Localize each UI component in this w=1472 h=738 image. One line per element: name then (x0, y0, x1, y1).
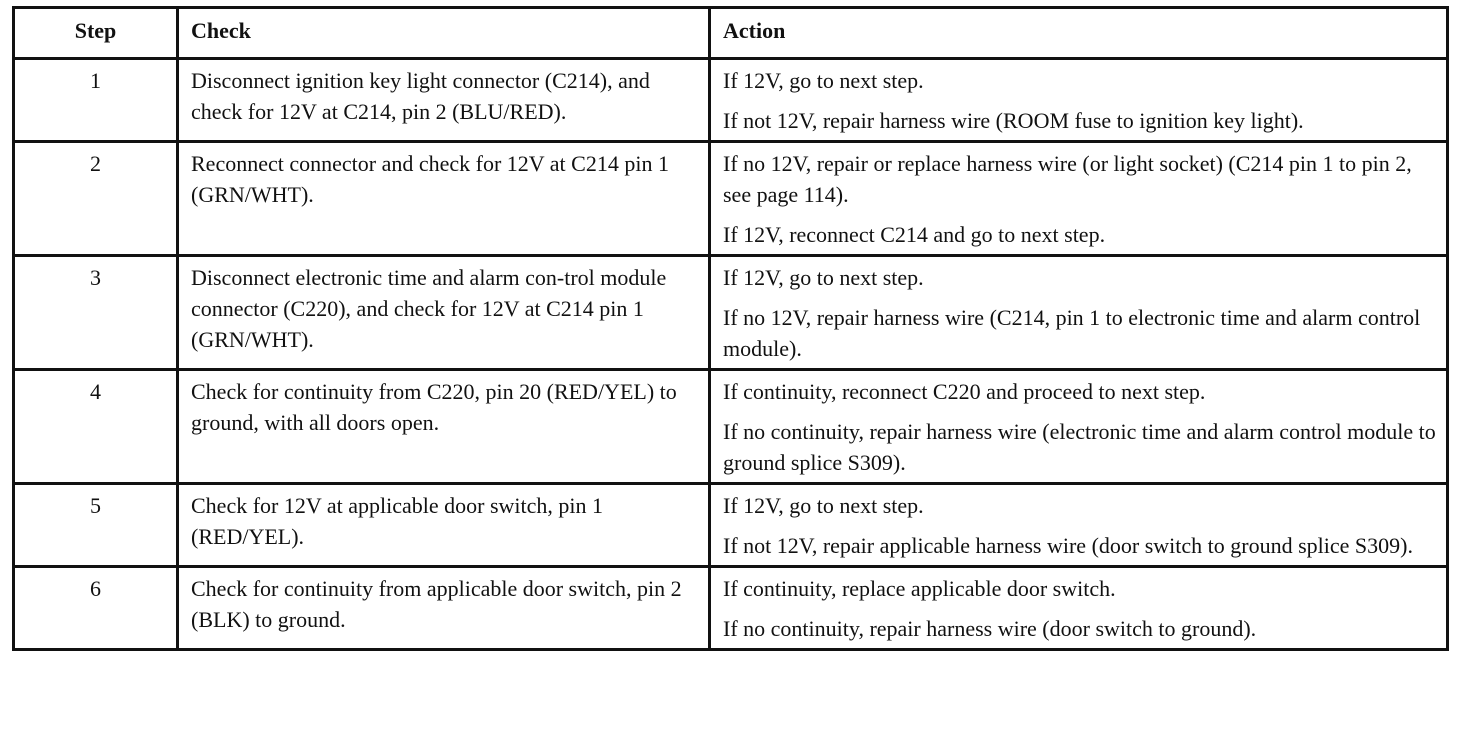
action-text: If 12V, go to next step. (723, 265, 924, 290)
action-text: If no 12V, repair harness wire (C214, pi… (723, 305, 1421, 361)
action-cell: If continuity, reconnect C220 and procee… (708, 368, 1449, 485)
step-number: 3 (12, 254, 179, 371)
check-text: Check for continuity from applicable doo… (176, 565, 711, 651)
action-text: If no 12V, repair or replace harness wir… (723, 151, 1412, 207)
step-number: 1 (12, 57, 179, 143)
diagnostic-table: Step Check Action 1 Disconnect ignition … (12, 6, 1449, 651)
action-text: If 12V, reconnect C214 and go to next st… (723, 222, 1106, 247)
action-text: If no continuity, repair harness wire (d… (723, 616, 1257, 641)
step-number: 2 (12, 140, 179, 257)
column-header-action: Action (708, 6, 1449, 60)
check-text: Reconnect connector and check for 12V at… (176, 140, 711, 257)
table-row: 2 Reconnect connector and check for 12V … (12, 140, 1449, 257)
column-header-check: Check (176, 6, 711, 60)
action-cell: If 12V, go to next step. If not 12V, rep… (708, 57, 1449, 143)
action-cell: If 12V, go to next step. If no 12V, repa… (708, 254, 1449, 371)
table-row: 3 Disconnect electronic time and alarm c… (12, 254, 1449, 371)
check-text: Check for continuity from C220, pin 20 (… (176, 368, 711, 485)
action-cell: If 12V, go to next step. If not 12V, rep… (708, 482, 1449, 568)
action-text: If no continuity, repair harness wire (e… (723, 419, 1436, 475)
step-number: 4 (12, 368, 179, 485)
step-number: 5 (12, 482, 179, 568)
action-text: If not 12V, repair applicable harness wi… (723, 533, 1413, 558)
action-text: If continuity, reconnect C220 and procee… (723, 379, 1206, 404)
action-text: If 12V, go to next step. (723, 493, 924, 518)
table-row: 1 Disconnect ignition key light connecto… (12, 57, 1449, 143)
check-text: Check for 12V at applicable door switch,… (176, 482, 711, 568)
table-row: 5 Check for 12V at applicable door switc… (12, 482, 1449, 568)
check-text: Disconnect electronic time and alarm con… (176, 254, 711, 371)
action-text: If 12V, go to next step. (723, 68, 924, 93)
column-header-step: Step (12, 6, 179, 60)
action-text: If not 12V, repair harness wire (ROOM fu… (723, 108, 1304, 133)
table-row: 6 Check for continuity from applicable d… (12, 565, 1449, 651)
step-number: 6 (12, 565, 179, 651)
action-cell: If continuity, replace applicable door s… (708, 565, 1449, 651)
action-cell: If no 12V, repair or replace harness wir… (708, 140, 1449, 257)
action-text: If continuity, replace applicable door s… (723, 576, 1116, 601)
header-row: Step Check Action (12, 6, 1449, 60)
table-row: 4 Check for continuity from C220, pin 20… (12, 368, 1449, 485)
check-text: Disconnect ignition key light connector … (176, 57, 711, 143)
